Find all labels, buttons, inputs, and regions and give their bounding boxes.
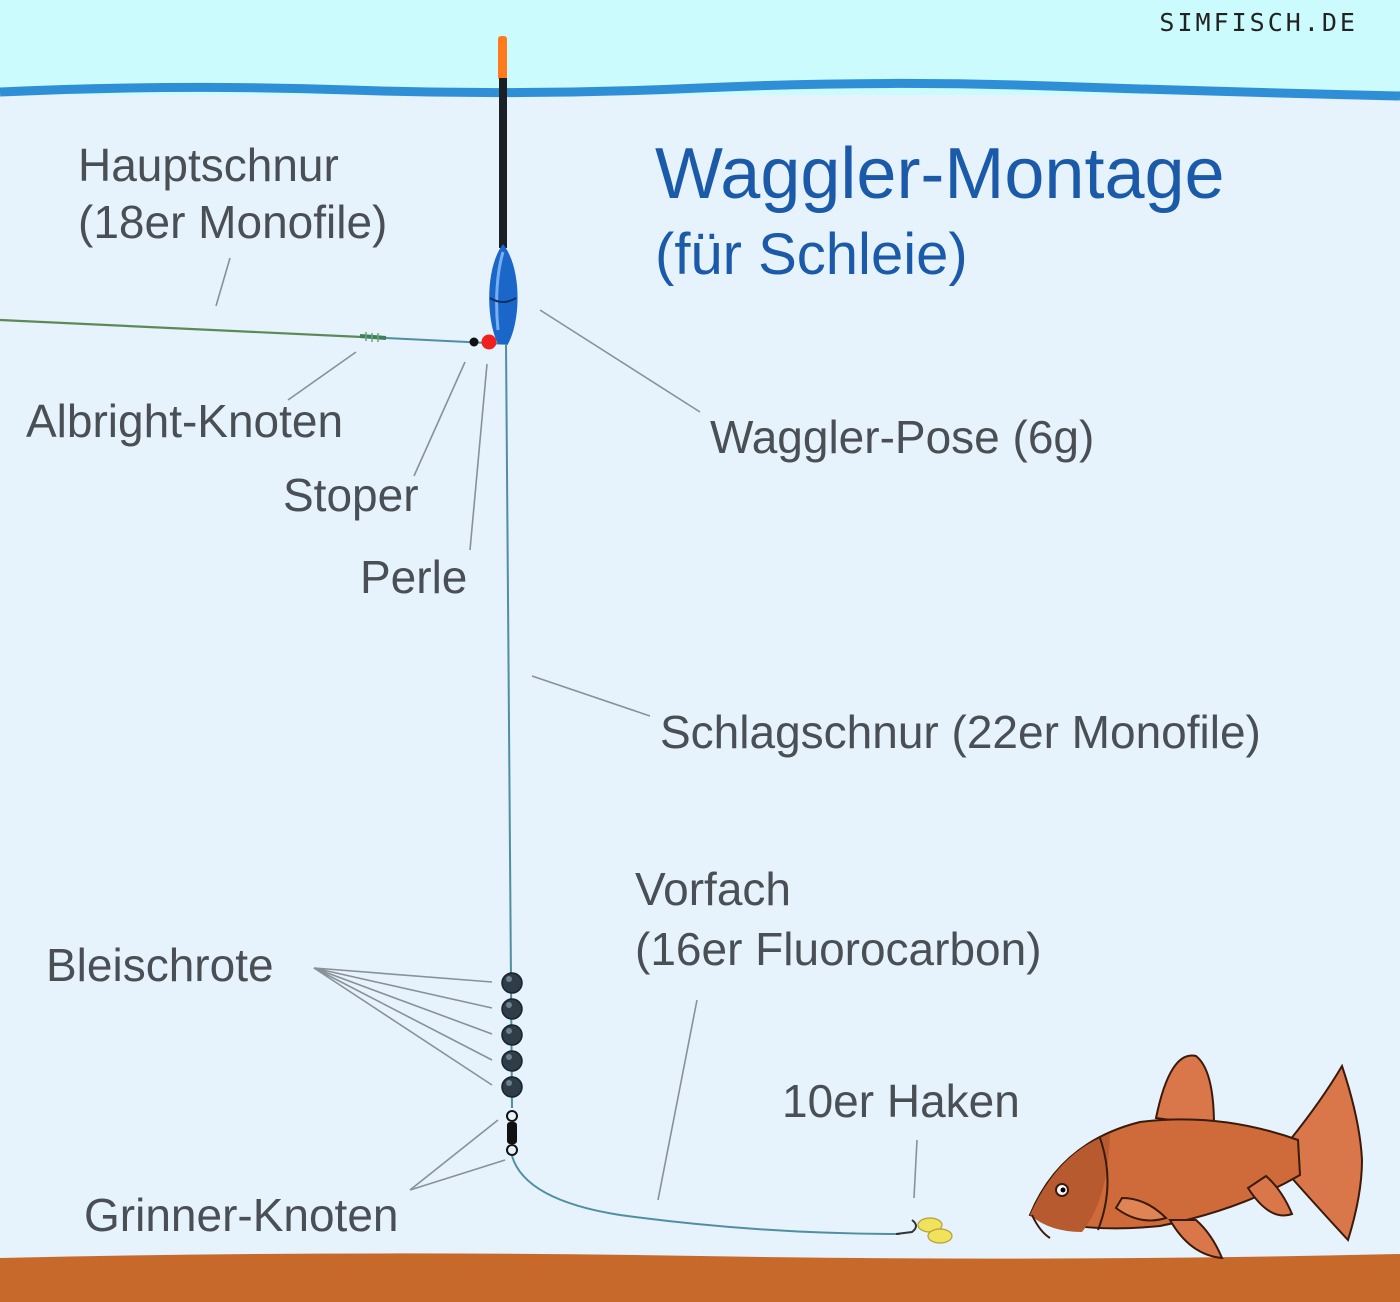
albright-knot bbox=[359, 332, 387, 342]
water bbox=[0, 95, 1400, 1255]
label-split-shots: Bleischrote bbox=[46, 939, 274, 991]
fish-head-shade bbox=[1030, 1134, 1110, 1232]
label-stopper: Stoper bbox=[283, 469, 419, 521]
label-waggler-float: Waggler-Pose (6g) bbox=[710, 411, 1095, 463]
float-stem bbox=[499, 78, 507, 248]
tench-fish bbox=[1028, 1054, 1364, 1260]
split-shot bbox=[501, 1024, 523, 1046]
fish-pectoral-fin bbox=[1114, 1196, 1168, 1222]
fish-pelvic-fin bbox=[1168, 1219, 1224, 1260]
hooklength-line bbox=[511, 1155, 901, 1235]
waggler-float bbox=[489, 36, 518, 344]
split-shots bbox=[501, 972, 523, 1098]
label-bead: Perle bbox=[360, 551, 468, 603]
bead bbox=[481, 334, 497, 350]
hook-with-bait bbox=[895, 1217, 953, 1244]
split-shot-highlight bbox=[506, 1028, 512, 1034]
split-shot bbox=[501, 998, 523, 1020]
float-tip bbox=[498, 36, 507, 80]
fish-anal-fin bbox=[1246, 1174, 1294, 1217]
swivel bbox=[506, 1110, 518, 1156]
label-hooklength: Vorfach bbox=[635, 863, 791, 915]
callout-lines bbox=[215, 257, 918, 1201]
main-line bbox=[0, 318, 363, 339]
brand-watermark: SIMFISCH.DE bbox=[1159, 8, 1358, 37]
diagram-title: Waggler-Montage bbox=[655, 134, 1225, 214]
label-main-line-detail: (18er Monofile) bbox=[78, 196, 388, 248]
split-shot-highlight bbox=[506, 1002, 512, 1008]
water-surface-line bbox=[0, 78, 1400, 101]
label-albright-knot: Albright-Knoten bbox=[26, 395, 344, 447]
split-shot-highlight bbox=[506, 976, 512, 982]
label-hook: 10er Haken bbox=[782, 1075, 1020, 1127]
sky bbox=[0, 0, 1400, 95]
lake-bottom bbox=[0, 1253, 1400, 1302]
split-shot-highlight bbox=[506, 1054, 512, 1060]
label-grinner-knot: Grinner-Knoten bbox=[84, 1189, 399, 1241]
fish-tail-fin bbox=[1289, 1063, 1364, 1242]
stopper bbox=[469, 337, 479, 347]
fish-dorsal-fin bbox=[1154, 1054, 1216, 1128]
label-hooklength-detail: (16er Fluorocarbon) bbox=[635, 923, 1042, 975]
split-shot-highlight bbox=[506, 1080, 512, 1086]
split-shot bbox=[501, 1050, 523, 1072]
diagram-subtitle: (für Schleie) bbox=[655, 222, 968, 287]
split-shot bbox=[501, 1076, 523, 1098]
label-leader-line: Schlagschnur (22er Monofile) bbox=[660, 706, 1261, 758]
label-main-line: Hauptschnur bbox=[78, 139, 339, 191]
split-shot bbox=[501, 972, 523, 994]
